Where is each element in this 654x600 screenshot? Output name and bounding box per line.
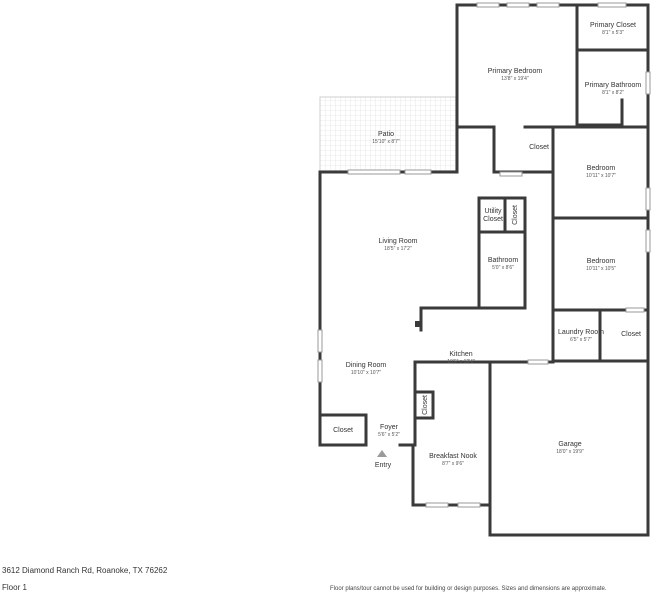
closet-utility-name: Closet [512, 205, 519, 225]
patio-area [319, 96, 457, 173]
closet-laundry-name: Closet [621, 331, 641, 338]
foyer-dims: 5'6" x 5'2" [378, 432, 400, 438]
windows [317, 2, 651, 508]
foyer-name: Foyer [380, 424, 399, 431]
closet-kitchen-name: Closet [422, 395, 429, 415]
primary-bathroom-dims: 8'1" x 8'2" [602, 90, 624, 96]
patio-name: Patio [378, 131, 394, 138]
living-room-dims: 18'5" x 17'2" [384, 246, 412, 252]
dining-room-name: Dining Room [346, 362, 387, 369]
primary-closet-dims: 8'1" x 5'3" [602, 30, 624, 36]
entry-arrow-icon [377, 450, 387, 457]
entry-name: Entry [375, 462, 392, 469]
dining-room-dims: 10'10" x 10'7" [351, 370, 381, 376]
room-labels: Primary Closet 8'1" x 5'3" Primary Bedro… [333, 22, 641, 469]
laundry-room-dims: 6'5" x 5'7" [570, 337, 592, 343]
patio-dims: 15'10" x 8'7" [372, 139, 400, 145]
bedroom-1-name: Bedroom [587, 165, 616, 172]
pillar [415, 321, 421, 327]
breakfast-nook-name: Breakfast Nook [429, 453, 477, 460]
primary-closet-name: Primary Closet [590, 22, 636, 29]
floor-label: Floor 1 [2, 583, 27, 592]
closet-hall-name: Closet [529, 144, 549, 151]
primary-bathroom-name: Primary Bathroom [585, 82, 642, 89]
utility-closet-name-2: Closet [483, 216, 503, 223]
kitchen-name: Kitchen [449, 351, 472, 358]
living-room-name: Living Room [379, 238, 418, 245]
garage-name: Garage [558, 441, 581, 448]
garage-floor [492, 362, 648, 534]
floor-plan: Primary Closet 8'1" x 5'3" Primary Bedro… [317, 2, 651, 537]
bedroom-2-name: Bedroom [587, 258, 616, 265]
bedroom-1-dims: 10'11" x 10'7" [586, 173, 616, 179]
bathroom-name: Bathroom [488, 257, 519, 264]
property-address: 3612 Diamond Ranch Rd, Roanoke, TX 76262 [2, 566, 168, 575]
breakfast-nook-dims: 8'7" x 9'6" [442, 461, 464, 467]
disclaimer-note: Floor plans/tour cannot be used for buil… [330, 586, 607, 592]
bathroom-dims: 5'0" x 8'6" [492, 265, 514, 271]
kitchen-dims: 10'6" x 12'4" [447, 359, 475, 365]
utility-closet-name: Utility [484, 208, 502, 215]
garage-dims: 18'0" x 19'9" [556, 449, 584, 455]
closet-foyer-name: Closet [333, 427, 353, 434]
laundry-room-name: Laundry Room [558, 329, 604, 336]
primary-bedroom-dims: 13'8" x 19'4" [501, 76, 529, 82]
primary-bedroom-name: Primary Bedroom [488, 68, 543, 75]
bedroom-2-dims: 10'11" x 10'5" [586, 266, 616, 272]
